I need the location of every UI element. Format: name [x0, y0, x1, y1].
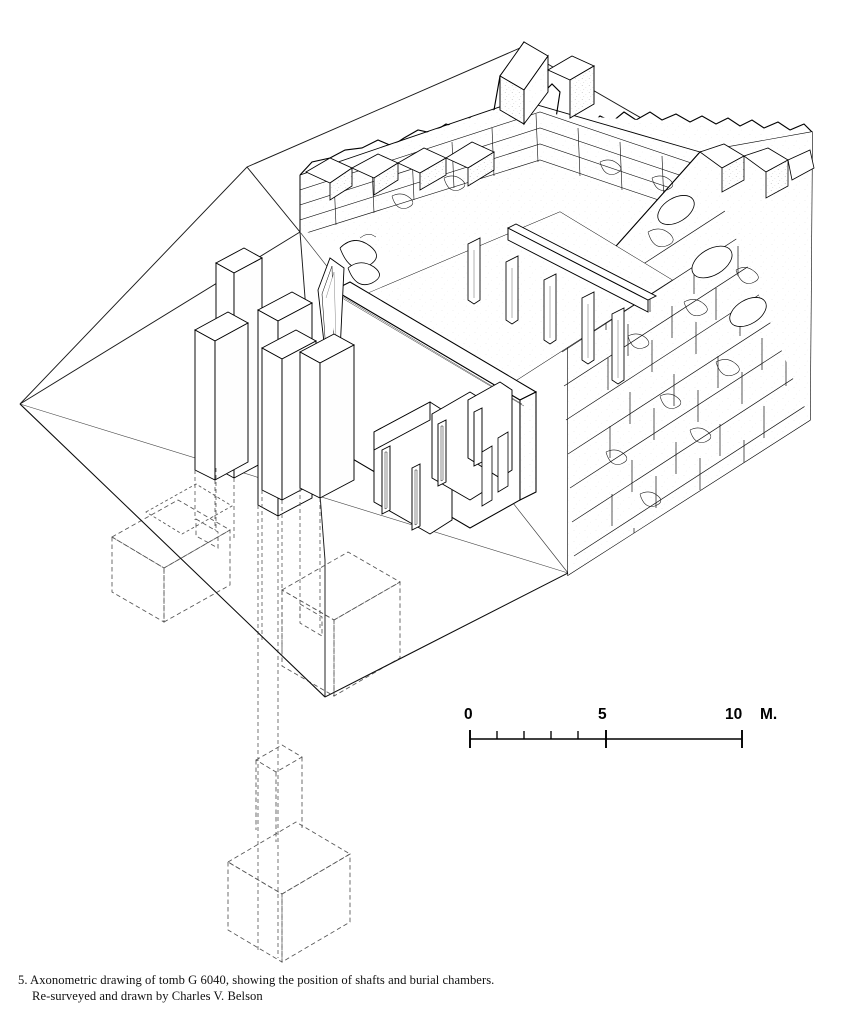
scale-bar: 0 5 10 M.	[455, 706, 778, 752]
masonry-rubble-texture	[391, 159, 759, 507]
burial-chamber-b	[281, 551, 401, 697]
burial-shafts	[194, 247, 356, 517]
courtyard-pilasters	[467, 237, 625, 385]
right-masonry-wall	[567, 131, 813, 577]
courtyard-inner-wall	[506, 223, 658, 313]
leaning-stela-slab	[317, 257, 345, 361]
scale-tick-label-10: 10	[725, 706, 743, 723]
chapel-doorway-slot	[481, 431, 509, 507]
rear-wall-crest-blocks	[305, 141, 495, 201]
right-wall-crest-rubble	[657, 143, 815, 327]
scale-unit-label: M.	[760, 706, 778, 723]
caption-line-1: 5. Axonometric drawing of tomb G 6040, s…	[18, 973, 495, 987]
burial-chamber-a	[111, 499, 231, 623]
mastaba-ground-plan-ghost	[19, 403, 569, 698]
courtyard-rubble-pile	[339, 234, 380, 286]
burial-chambers	[111, 483, 401, 963]
false-door-niches	[373, 381, 513, 535]
figure-caption: 5. Axonometric drawing of tomb G 6040, s…	[18, 972, 658, 1004]
scale-tick-label-0: 0	[464, 706, 473, 723]
burial-chamber-c	[227, 821, 351, 963]
shaft-descent-lines	[194, 468, 321, 958]
scale-tick-label-5: 5	[598, 706, 607, 723]
shaft-prism-5	[298, 333, 356, 499]
shaft-prism-3	[194, 311, 249, 481]
rear-wall-tall-pier	[499, 41, 596, 126]
scale-bar-ruler	[469, 730, 743, 748]
burial-chamber-d	[145, 483, 233, 535]
burial-passage-c	[255, 744, 303, 842]
caption-line-2: Re-surveyed and drawn by Charles V. Bels…	[32, 989, 263, 1003]
